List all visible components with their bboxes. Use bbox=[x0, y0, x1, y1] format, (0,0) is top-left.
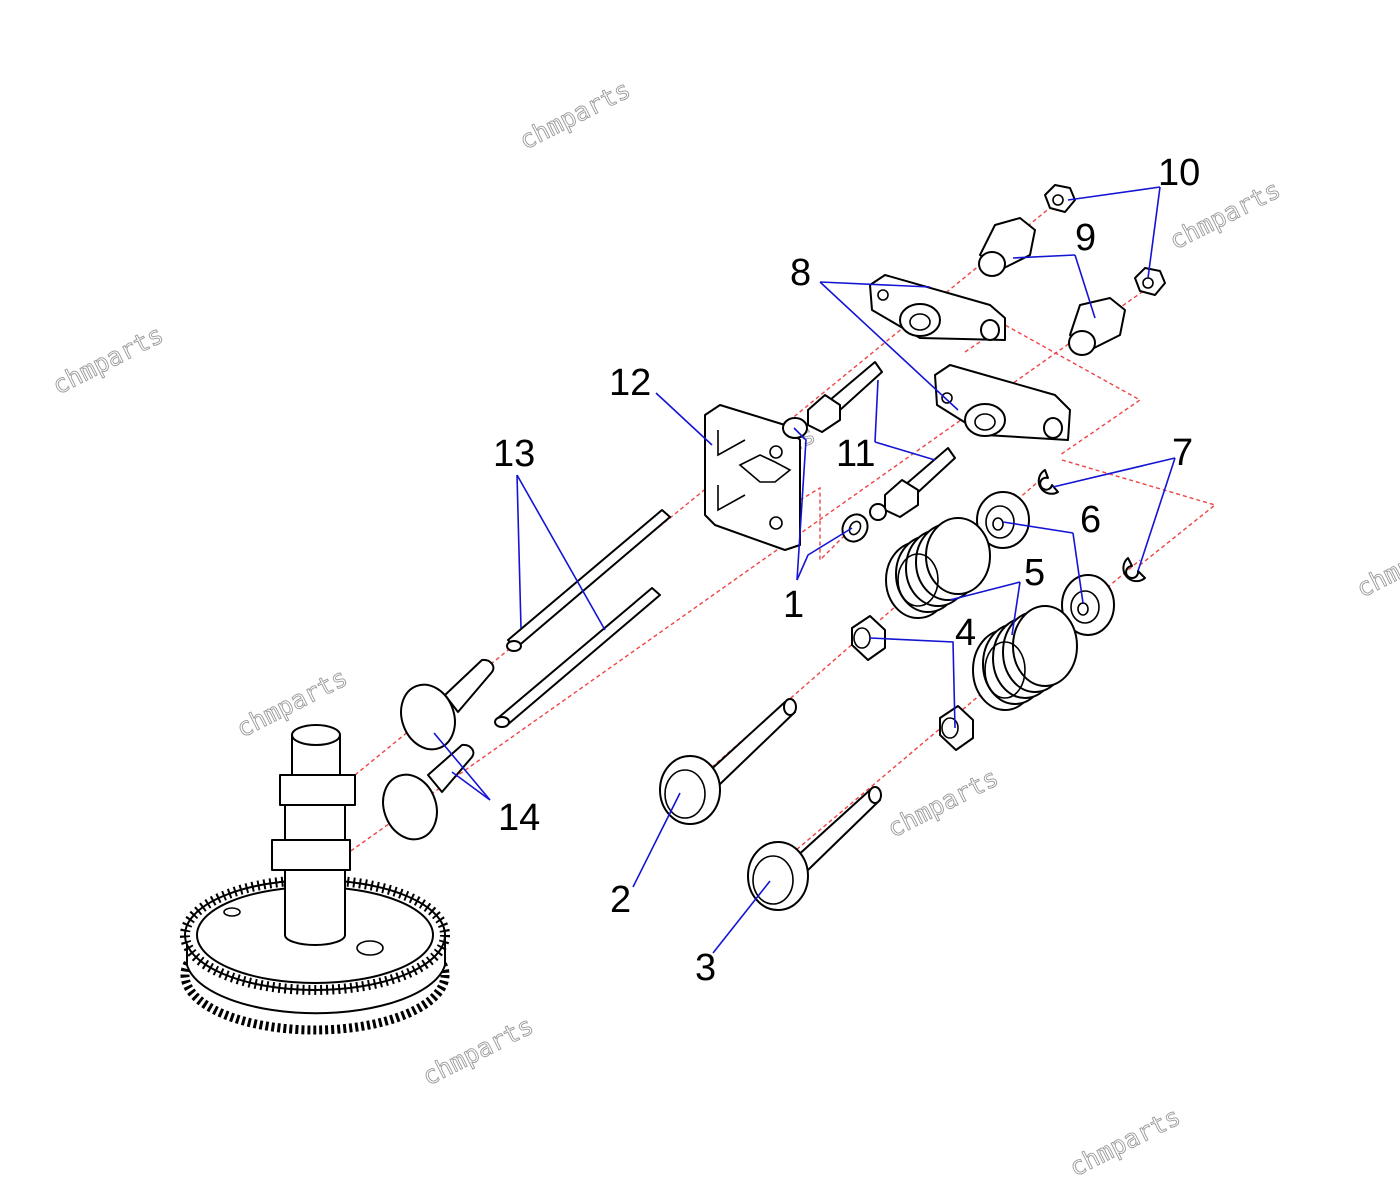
callout-7: 7 bbox=[1172, 432, 1193, 474]
callout-3: 3 bbox=[695, 947, 716, 989]
watermark: chmparts bbox=[883, 763, 1003, 844]
callout-8: 8 bbox=[790, 252, 811, 294]
watermark: chmparts bbox=[1352, 523, 1400, 604]
tappet-upper bbox=[400, 658, 495, 751]
stem-seal-lower bbox=[939, 705, 974, 751]
callout-9: 9 bbox=[1075, 217, 1096, 259]
intake-valve bbox=[659, 698, 797, 825]
lock-nut-upper bbox=[1044, 184, 1076, 213]
callout-11: 11 bbox=[836, 433, 875, 475]
exhaust-valve bbox=[747, 786, 882, 911]
rocker-arm-lower bbox=[934, 364, 1071, 441]
adjust-nut-lower bbox=[1068, 297, 1126, 356]
washer-lower bbox=[841, 513, 869, 543]
push-rods bbox=[494, 509, 671, 728]
keeper-upper bbox=[1037, 469, 1059, 495]
camshaft-gear bbox=[180, 724, 450, 1035]
callout-13: 13 bbox=[493, 433, 535, 475]
callout-labels: 1 2 3 4 5 6 7 8 9 10 11 12 13 14 bbox=[493, 152, 1200, 989]
callout-4: 4 bbox=[955, 612, 976, 654]
retainer-lower bbox=[1061, 574, 1115, 636]
retainer-upper bbox=[976, 491, 1030, 549]
watermark: chmparts bbox=[1065, 1102, 1185, 1177]
keeper-lower bbox=[1122, 557, 1146, 583]
rocker-arm-upper bbox=[869, 274, 1006, 341]
valve-spring-upper bbox=[885, 517, 991, 619]
stud-upper bbox=[782, 361, 883, 439]
adjust-nut-upper bbox=[978, 217, 1036, 277]
callout-12: 12 bbox=[609, 362, 651, 404]
lock-nut-lower bbox=[1134, 267, 1166, 296]
callout-2: 2 bbox=[610, 879, 631, 921]
stud-lower bbox=[869, 447, 956, 521]
leader-lines bbox=[433, 186, 1176, 954]
valve-spring-lower bbox=[972, 605, 1078, 711]
watermark: chmparts bbox=[418, 1011, 538, 1092]
callout-1: 1 bbox=[783, 584, 804, 626]
callout-5: 5 bbox=[1024, 552, 1045, 594]
tappet-lower bbox=[382, 743, 475, 841]
callout-14: 14 bbox=[498, 797, 540, 839]
callout-6: 6 bbox=[1080, 499, 1101, 541]
callout-10: 10 bbox=[1158, 152, 1200, 194]
watermark: chmparts bbox=[48, 320, 168, 401]
watermarks: chmparts chmparts chmparts chmparts chmp… bbox=[47, 74, 1400, 1177]
watermark: chmparts bbox=[515, 75, 635, 156]
